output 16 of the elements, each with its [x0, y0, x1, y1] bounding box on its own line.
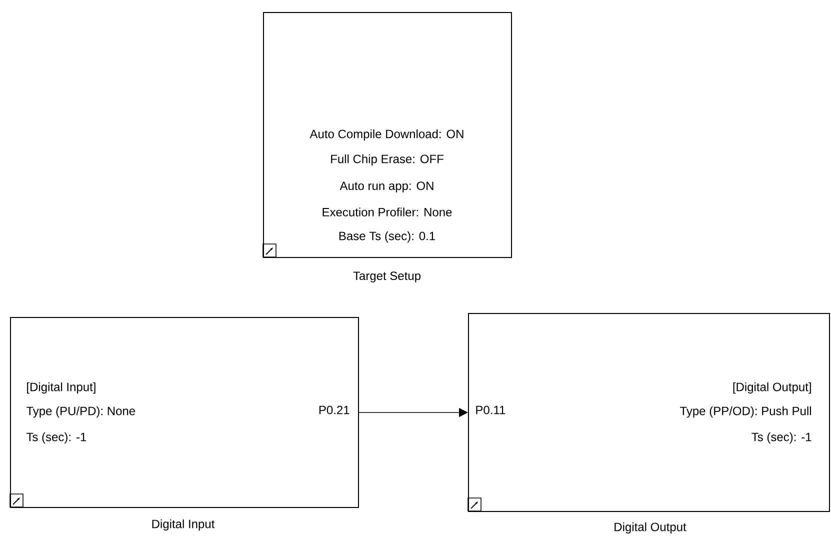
block-caption: Target Setup	[353, 272, 420, 282]
block-parameter: Execution Profiler: None	[322, 208, 452, 216]
block-parameter: Ts (sec): -1	[752, 432, 812, 444]
block-caption: Digital Input	[152, 519, 215, 531]
block-parameter: Type (PU/PD): None	[26, 406, 136, 418]
port-label: P0.21	[319, 406, 350, 414]
block-parameter: Type (PP/OD): Push Pull	[680, 406, 811, 418]
port-label: P0.11	[476, 406, 506, 414]
block-parameter: Full Chip Erase: OFF	[331, 154, 444, 166]
block-caption: Digital Output	[614, 522, 686, 534]
block-parameter: Ts (sec): -1	[26, 432, 86, 444]
block-parameter: [Digital Output]	[733, 382, 811, 394]
block-parameter: Auto run app: ON	[340, 182, 434, 192]
block-parameter: Base Ts (sec): 0.1	[339, 231, 435, 243]
block-parameter: Auto Compile Download: ON	[310, 129, 464, 141]
block-parameter: [Digital Input]	[27, 382, 96, 394]
